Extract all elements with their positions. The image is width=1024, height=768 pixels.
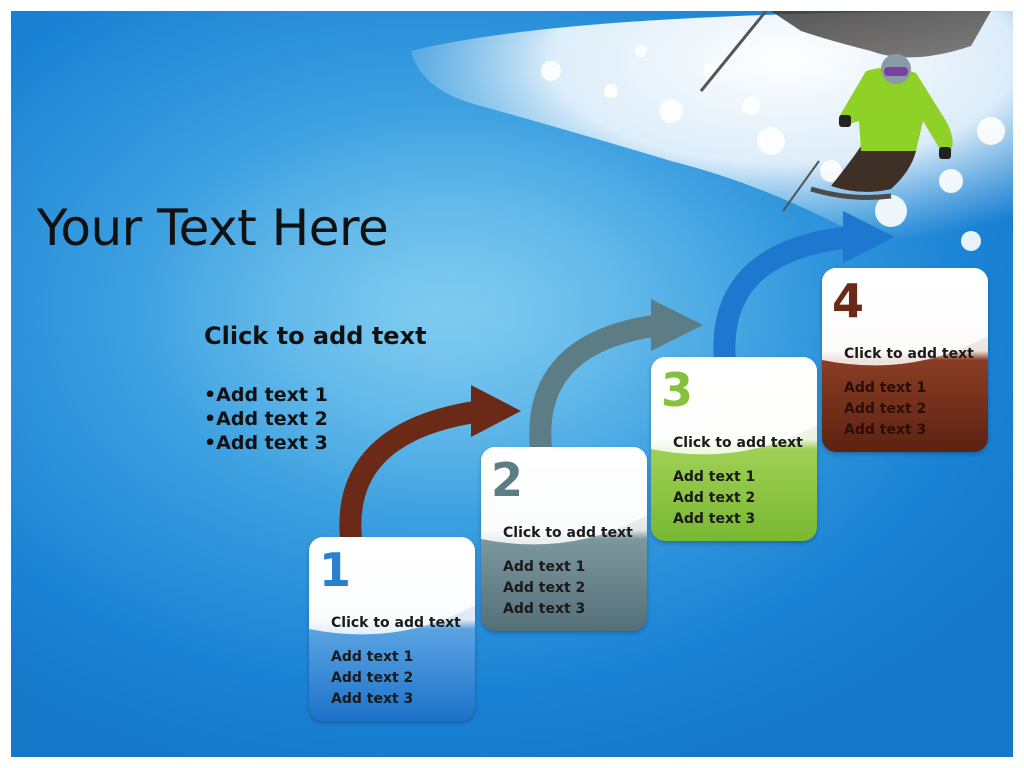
step-items[interactable]: Add text 1 Add text 2 Add text 3 (331, 647, 413, 710)
slide-title[interactable]: Your Text Here (37, 199, 389, 257)
step-card-3[interactable]: 3 Click to add text Add text 1 Add text … (651, 357, 817, 541)
step-number: 3 (661, 363, 694, 417)
skier-figure (810, 54, 953, 200)
step-arrows (339, 211, 895, 541)
step-card-4[interactable]: 4 Click to add text Add text 1 Add text … (822, 268, 988, 452)
card-2-background (481, 447, 647, 631)
step-item: Add text 3 (331, 691, 414, 707)
step-item: Add text 3 (503, 601, 586, 617)
arrow-step-2 (529, 314, 663, 451)
step-items[interactable]: Add text 1 Add text 2 Add text 3 (673, 467, 755, 530)
step-item: Add text 3 (673, 511, 756, 527)
bullet-item: •Add text 3 (204, 432, 328, 454)
skier-illustration (411, 11, 1013, 281)
slide-canvas: Your Text Here Click to add text •Add te… (11, 11, 1013, 757)
step-item: Add text 2 (673, 490, 756, 506)
step-number: 4 (832, 274, 865, 328)
arrow-step-1 (339, 400, 483, 541)
card-1-background (309, 537, 475, 721)
step-number: 2 (491, 453, 524, 507)
step-item: Add text 2 (331, 670, 414, 686)
step-item: Add text 1 (844, 380, 927, 396)
card-3-background (651, 357, 817, 541)
step-items[interactable]: Add text 1 Add text 2 Add text 3 (503, 557, 585, 620)
step-item: Add text 1 (503, 559, 586, 575)
step-number: 1 (319, 543, 352, 597)
step-item: Add text 3 (844, 422, 927, 438)
step-items[interactable]: Add text 1 Add text 2 Add text 3 (844, 378, 926, 441)
arrow-step-3 (713, 226, 853, 362)
step-card-1[interactable]: 1 Click to add text Add text 1 Add text … (309, 537, 475, 721)
step-item: Add text 2 (503, 580, 586, 596)
bullet-item: •Add text 2 (204, 408, 328, 430)
bullet-item: •Add text 1 (204, 384, 328, 406)
step-card-2[interactable]: 2 Click to add text Add text 1 Add text … (481, 447, 647, 631)
step-item: Add text 2 (844, 401, 927, 417)
bullet-list[interactable]: •Add text 1 •Add text 2 •Add text 3 (204, 383, 328, 455)
step-heading[interactable]: Click to add text (503, 525, 633, 541)
slide-subheading[interactable]: Click to add text (204, 322, 427, 350)
arrow-head-3 (843, 211, 895, 263)
step-item: Add text 1 (673, 469, 756, 485)
step-heading[interactable]: Click to add text (673, 435, 803, 451)
step-item: Add text 1 (331, 649, 414, 665)
card-4-background (822, 268, 988, 452)
arrow-head-2 (651, 299, 703, 351)
step-heading[interactable]: Click to add text (331, 615, 461, 631)
arrow-head-1 (471, 385, 521, 437)
step-heading[interactable]: Click to add text (844, 346, 974, 362)
